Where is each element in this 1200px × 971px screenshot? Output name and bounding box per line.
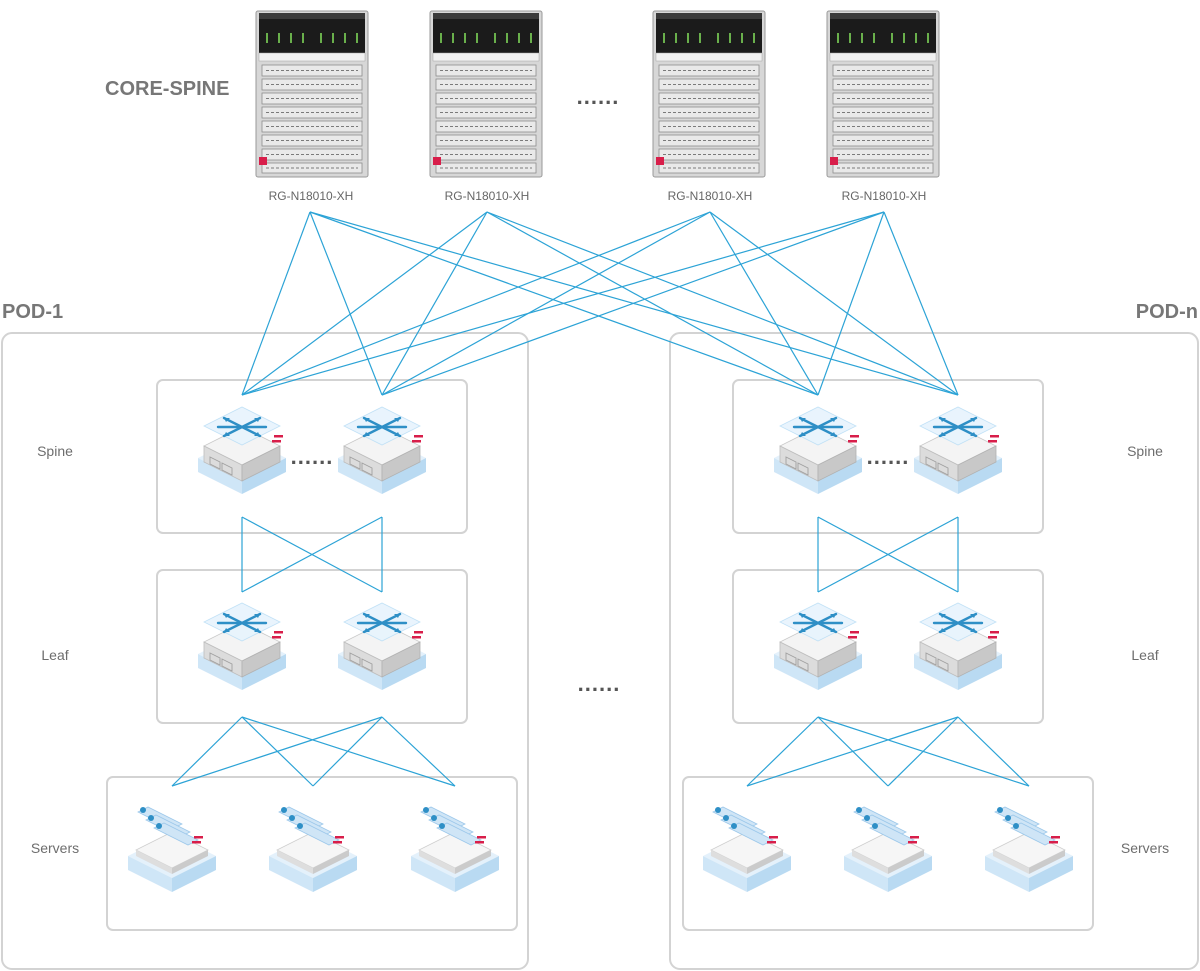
network-switch-icon [196,405,288,496]
core-ellipsis: ...... [577,84,620,109]
server-icon [702,806,792,893]
chassis-switch-icon [429,10,543,178]
pod-1-leaf-box [156,569,468,724]
pod-1-spine-box [156,379,468,534]
server-icon [268,806,358,893]
spine-ellipsis: ...... [291,444,334,469]
core-spine-title: CORE-SPINE [105,78,229,100]
pod-1-spine-label: Spine [37,443,73,459]
pod-n-title: POD-n [1136,301,1198,323]
core-to-pod-links [241,211,959,396]
network-switch-icon [912,601,1004,692]
pod-n-box [669,332,1199,970]
spine-ellipsis: ...... [867,444,910,469]
core-switch-label: RG-N18010-XH [668,189,753,203]
core-switch-label: RG-N18010-XH [842,189,927,203]
core-switch-label: RG-N18010-XH [445,189,530,203]
chassis-switch-icon [255,10,369,178]
server-icon [984,806,1074,893]
pod-n-spine-box [732,379,1044,534]
pod-1-servers-label: Servers [31,840,79,856]
pod-n-spine-label: Spine [1127,443,1163,459]
leaf-to-server-links [171,716,1030,787]
network-switch-icon [772,601,864,692]
chassis-switch-icon [652,10,766,178]
core-switch-label: RG-N18010-XH [269,189,354,203]
server-icon [843,806,933,893]
server-icon [410,806,500,893]
spine-to-leaf-links [241,516,959,593]
pod-n-leaf-label: Leaf [1131,647,1158,663]
network-switch-icon [336,601,428,692]
pod-n-servers-label: Servers [1121,840,1169,856]
network-switch-icon [196,601,288,692]
network-switch-icon [772,405,864,496]
network-switch-icon [912,405,1004,496]
pod-1-title: POD-1 [2,301,63,323]
server-icon [127,806,217,893]
pod-1-servers-box [106,776,518,931]
network-switch-icon [336,405,428,496]
chassis-switch-icon [826,10,940,178]
pod-n-leaf-box [732,569,1044,724]
pod-ellipsis: ...... [578,671,621,696]
pod-1-leaf-label: Leaf [41,647,68,663]
pod-n-servers-box [682,776,1094,931]
